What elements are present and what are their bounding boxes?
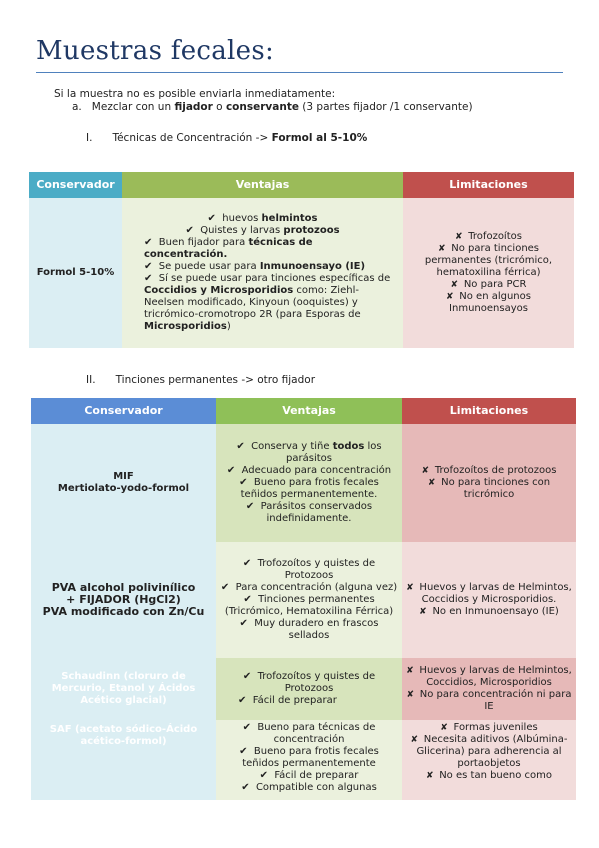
t2-l-item: Necesita aditivos (Albúmina- Glicerina) …	[406, 734, 572, 770]
t2-v-item: Trofozoítos y quistes de Protozoos	[220, 558, 398, 582]
t2-row-mif-ventajas: Conserva y tiñe todos los parásitos Adec…	[216, 424, 402, 542]
item-a: a. Mezclar con un fijador o conservante …	[72, 101, 473, 113]
section-2-marker: II.	[86, 374, 96, 386]
section-1-heading: I. Técnicas de Concentración -> Formol a…	[86, 132, 367, 144]
t2-v-item: Compatible con algunas	[220, 782, 398, 794]
t2-v-item: Adecuado para concentración	[220, 465, 398, 477]
t2-row-schaudinn-limitaciones: Huevos y larvas de Helmintos, Coccidios,…	[402, 658, 576, 720]
t1-v-item: Se puede usar para Inmunoensayo (IE)	[144, 261, 399, 273]
t2-header-limitaciones: Limitaciones	[402, 398, 576, 424]
t1-v-item: Sí se puede usar para tinciones específi…	[144, 273, 399, 333]
t2-row-schaudinn-conservador: Schaudinn (cloruro de Mercurio, Etanol y…	[31, 658, 216, 720]
t2-l-item: No para concentración ni para IE	[406, 689, 572, 713]
t1-header-conservador: Conservador	[29, 172, 122, 198]
t2-l-item: Huevos y larvas de Helmintos, Coccidios,…	[406, 665, 572, 689]
t2-v-item: Bueno para frotis fecales teñidos perman…	[220, 746, 398, 770]
t1-v-item: huevos helmintos	[126, 213, 399, 225]
t2-v-item: Para concentración (alguna vez)	[220, 582, 398, 594]
t1-limitaciones: Trofozoítos No para tinciones permanente…	[403, 198, 574, 348]
section-1-marker: I.	[86, 132, 93, 144]
item-a-marker: a.	[72, 101, 82, 113]
section-1-text: Técnicas de Concentración ->	[112, 132, 272, 144]
t2-row-saf-ventajas: Bueno para técnicas de concentración Bue…	[216, 720, 402, 800]
t2-l-item: No para tinciones con tricrómico	[406, 477, 572, 501]
t1-l-item: No para PCR	[407, 279, 570, 291]
t2-row-pva-conservador: PVA alcohol polivinílico + FIJADOR (HgCl…	[31, 542, 216, 658]
t1-v-item: Quistes y larvas protozoos	[126, 225, 399, 237]
item-a-conservante: conservante	[225, 101, 299, 113]
t2-row-pva-ventajas: Trofozoítos y quistes de Protozoos Para …	[216, 542, 402, 658]
t2-v-item: Muy duradero en frascos sellados	[220, 618, 398, 642]
t2-header-ventajas: Ventajas	[216, 398, 402, 424]
t2-row-mif-conservador: MIF Mertiolato-yodo-formol	[31, 424, 216, 542]
item-a-text-2: o	[212, 101, 226, 113]
t2-l-item: Huevos y larvas de Helmintos, Coccidios …	[406, 582, 572, 606]
t2-l-item: No en Inmunoensayo (IE)	[406, 606, 572, 618]
t2-row-mif-limitaciones: Trofozoítos de protozoos No para tincion…	[402, 424, 576, 542]
t1-ventajas: huevos helmintos Quistes y larvas protoz…	[122, 198, 403, 348]
t2-l-item: Formas juveniles	[406, 722, 572, 734]
formol-table: Conservador Ventajas Limitaciones Formol…	[29, 172, 574, 348]
item-a-fijador: fijador	[174, 101, 213, 113]
t2-v-item: Trofozoítos y quistes de Protozoos	[220, 671, 398, 695]
fijadores-table: Conservador Ventajas Limitaciones MIF Me…	[31, 398, 576, 800]
t2-v-item: Bueno para frotis fecales teñidos perman…	[220, 477, 398, 501]
item-a-text-1: Mezclar con un	[91, 101, 175, 113]
section-2-text: Tinciones permanentes -> otro fijador	[115, 374, 316, 386]
t2-v-item: Tinciones permanentes (Tricrómico, Hemat…	[220, 594, 398, 618]
t1-v-item: Buen fijador para técnicas de concentrac…	[144, 237, 399, 261]
intro-text: Si la muestra no es posible enviarla inm…	[54, 88, 336, 100]
page-title: Muestras fecales:	[36, 36, 275, 66]
t2-header-conservador: Conservador	[31, 398, 216, 424]
t1-header-ventajas: Ventajas	[122, 172, 403, 198]
t2-v-item: Fácil de preparar	[220, 770, 398, 782]
item-a-text-3: (3 partes fijador /1 conservante)	[298, 101, 473, 113]
t2-row-saf-limitaciones: Formas juveniles Necesita aditivos (Albú…	[402, 720, 576, 800]
t1-conservador: Formol 5-10%	[29, 198, 122, 348]
t2-v-item: Conserva y tiñe todos los parásitos	[220, 441, 398, 465]
t2-v-item: Parásitos conservados indefinidamente.	[220, 501, 398, 525]
t2-v-item: Bueno para técnicas de concentración	[220, 722, 398, 746]
t2-l-item: No es tan bueno como	[406, 770, 572, 782]
section-2-heading: II. Tinciones permanentes -> otro fijado…	[86, 374, 315, 386]
t2-row-pva-limitaciones: Huevos y larvas de Helmintos, Coccidios …	[402, 542, 576, 658]
title-divider	[36, 72, 563, 73]
t2-l-item: Trofozoítos de protozoos	[406, 465, 572, 477]
t1-l-item: No en algunos Inmunoensayos	[407, 291, 570, 315]
t1-l-item: No para tinciones permanentes (tricrómic…	[407, 243, 570, 279]
section-1-bold: Formol al 5-10%	[271, 132, 368, 144]
t2-row-saf-conservador: SAF (acetato sódico-Ácido acético-formol…	[31, 720, 216, 800]
t1-l-item: Trofozoítos	[407, 231, 570, 243]
t2-v-item: Fácil de preparar	[220, 695, 398, 707]
t2-row-schaudinn-ventajas: Trofozoítos y quistes de Protozoos Fácil…	[216, 658, 402, 720]
t1-header-limitaciones: Limitaciones	[403, 172, 574, 198]
